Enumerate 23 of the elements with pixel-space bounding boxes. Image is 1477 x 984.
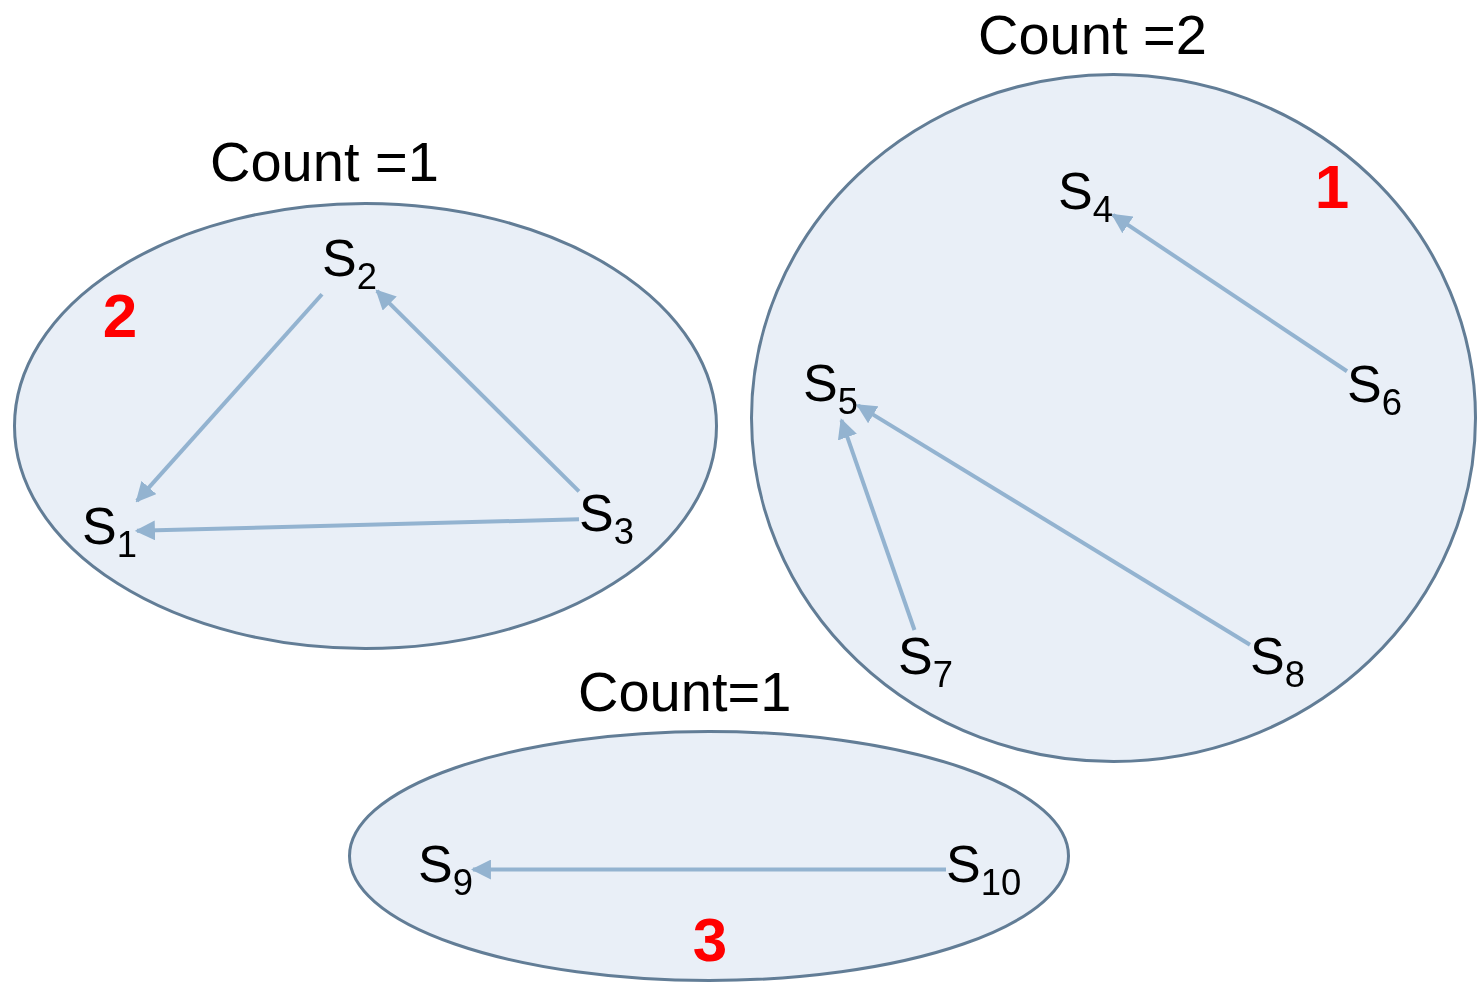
- node-label: S$_{1}$: [82, 500, 137, 564]
- arrow: [134, 517, 580, 541]
- node-label: S$_{2}$: [322, 232, 377, 296]
- group-heading: Count =1: [210, 134, 439, 190]
- node-label: S$_{4}$: [1058, 165, 1113, 229]
- arrow: [470, 859, 946, 880]
- arrow: [1111, 213, 1349, 373]
- group-number: 3: [692, 909, 728, 971]
- node-label: S$_{10}$: [946, 838, 1022, 902]
- node-label: S$_{3}$: [579, 487, 634, 551]
- arrow: [837, 418, 917, 631]
- node-label: S$_{8}$: [1250, 630, 1305, 694]
- arrow: [375, 289, 581, 493]
- group-heading: Count =2: [978, 7, 1207, 63]
- node-label: S$_{5}$: [803, 357, 858, 421]
- group-number: 1: [1314, 156, 1350, 218]
- arrow: [856, 403, 1252, 647]
- node-label: S$_{9}$: [418, 838, 473, 902]
- group-number: 2: [102, 285, 138, 347]
- node-label: S$_{7}$: [898, 630, 953, 694]
- arrow: [135, 292, 324, 503]
- group-heading: Count=1: [578, 664, 792, 720]
- node-label: S$_{6}$: [1347, 358, 1402, 422]
